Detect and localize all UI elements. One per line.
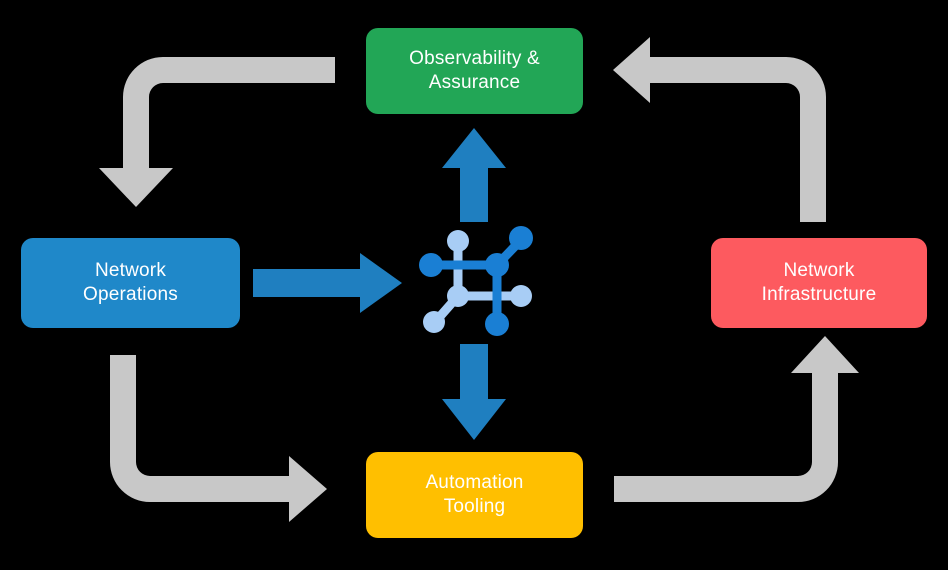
node-automation-tooling-label: Automation Tooling	[425, 471, 524, 517]
accent-arrow-center-to-automation	[442, 344, 506, 440]
flow-arrow-observability-to-operations	[99, 57, 335, 207]
node-observability-assurance-label: Observability & Assurance	[409, 47, 540, 93]
flow-arrow-automation-to-infrastructure	[614, 336, 859, 502]
topology-secondary-nodes	[423, 230, 532, 333]
network-topology-icon	[419, 226, 533, 336]
accent-arrow-center-to-observability	[442, 128, 506, 222]
node-network-infrastructure[interactable]: Network Infrastructure	[711, 238, 927, 328]
node-observability-assurance[interactable]: Observability & Assurance	[366, 28, 583, 114]
flow-arrow-infrastructure-to-observability	[613, 37, 826, 222]
node-network-infrastructure-label: Network Infrastructure	[761, 259, 877, 305]
node-network-operations-label: Network Operations	[83, 259, 178, 305]
flow-arrow-operations-to-automation	[110, 355, 327, 522]
topology-primary-nodes	[419, 226, 533, 336]
node-network-operations[interactable]: Network Operations	[21, 238, 240, 328]
node-automation-tooling[interactable]: Automation Tooling	[366, 452, 583, 538]
accent-arrow-operations-to-center	[253, 253, 402, 313]
